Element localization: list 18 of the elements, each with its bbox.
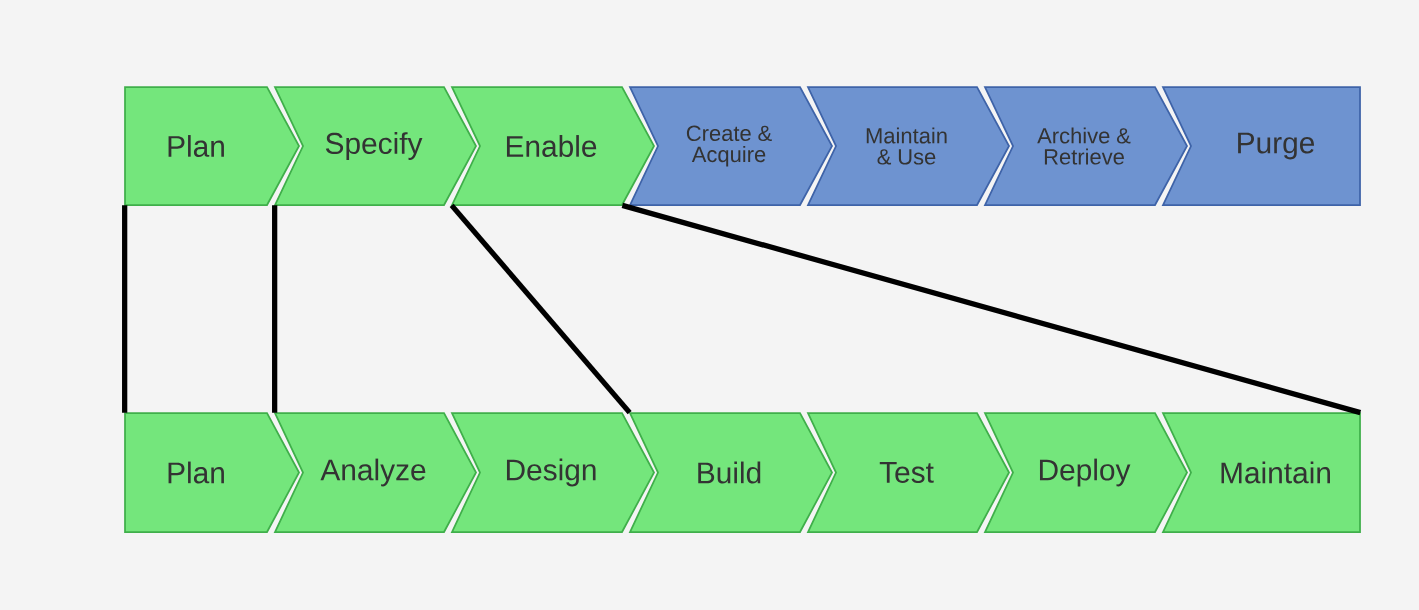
chevron-step: Create & Acquire (628, 86, 833, 206)
chevron-step: Analyze (273, 412, 477, 533)
chevron-step: Test (806, 412, 1010, 533)
chevron-step: Plan (124, 412, 300, 533)
connector-line (122, 205, 128, 413)
chevron-step: Maintain (1161, 412, 1361, 533)
chevron-step: Purge (1161, 86, 1361, 206)
chevron-step: Specify (273, 86, 477, 206)
chevron-step: Deploy (983, 412, 1188, 533)
connector-line (621, 202, 1362, 416)
chevron-step: Archive & Retrieve (983, 86, 1188, 206)
chevron-step: Plan (124, 86, 300, 206)
connector-line (449, 203, 632, 415)
connector-line (272, 205, 278, 413)
chevron-step: Enable (450, 86, 655, 206)
chevron-step: Design (450, 412, 655, 533)
chevron-step: Maintain & Use (806, 86, 1010, 206)
chevron-step: Build (628, 412, 833, 533)
